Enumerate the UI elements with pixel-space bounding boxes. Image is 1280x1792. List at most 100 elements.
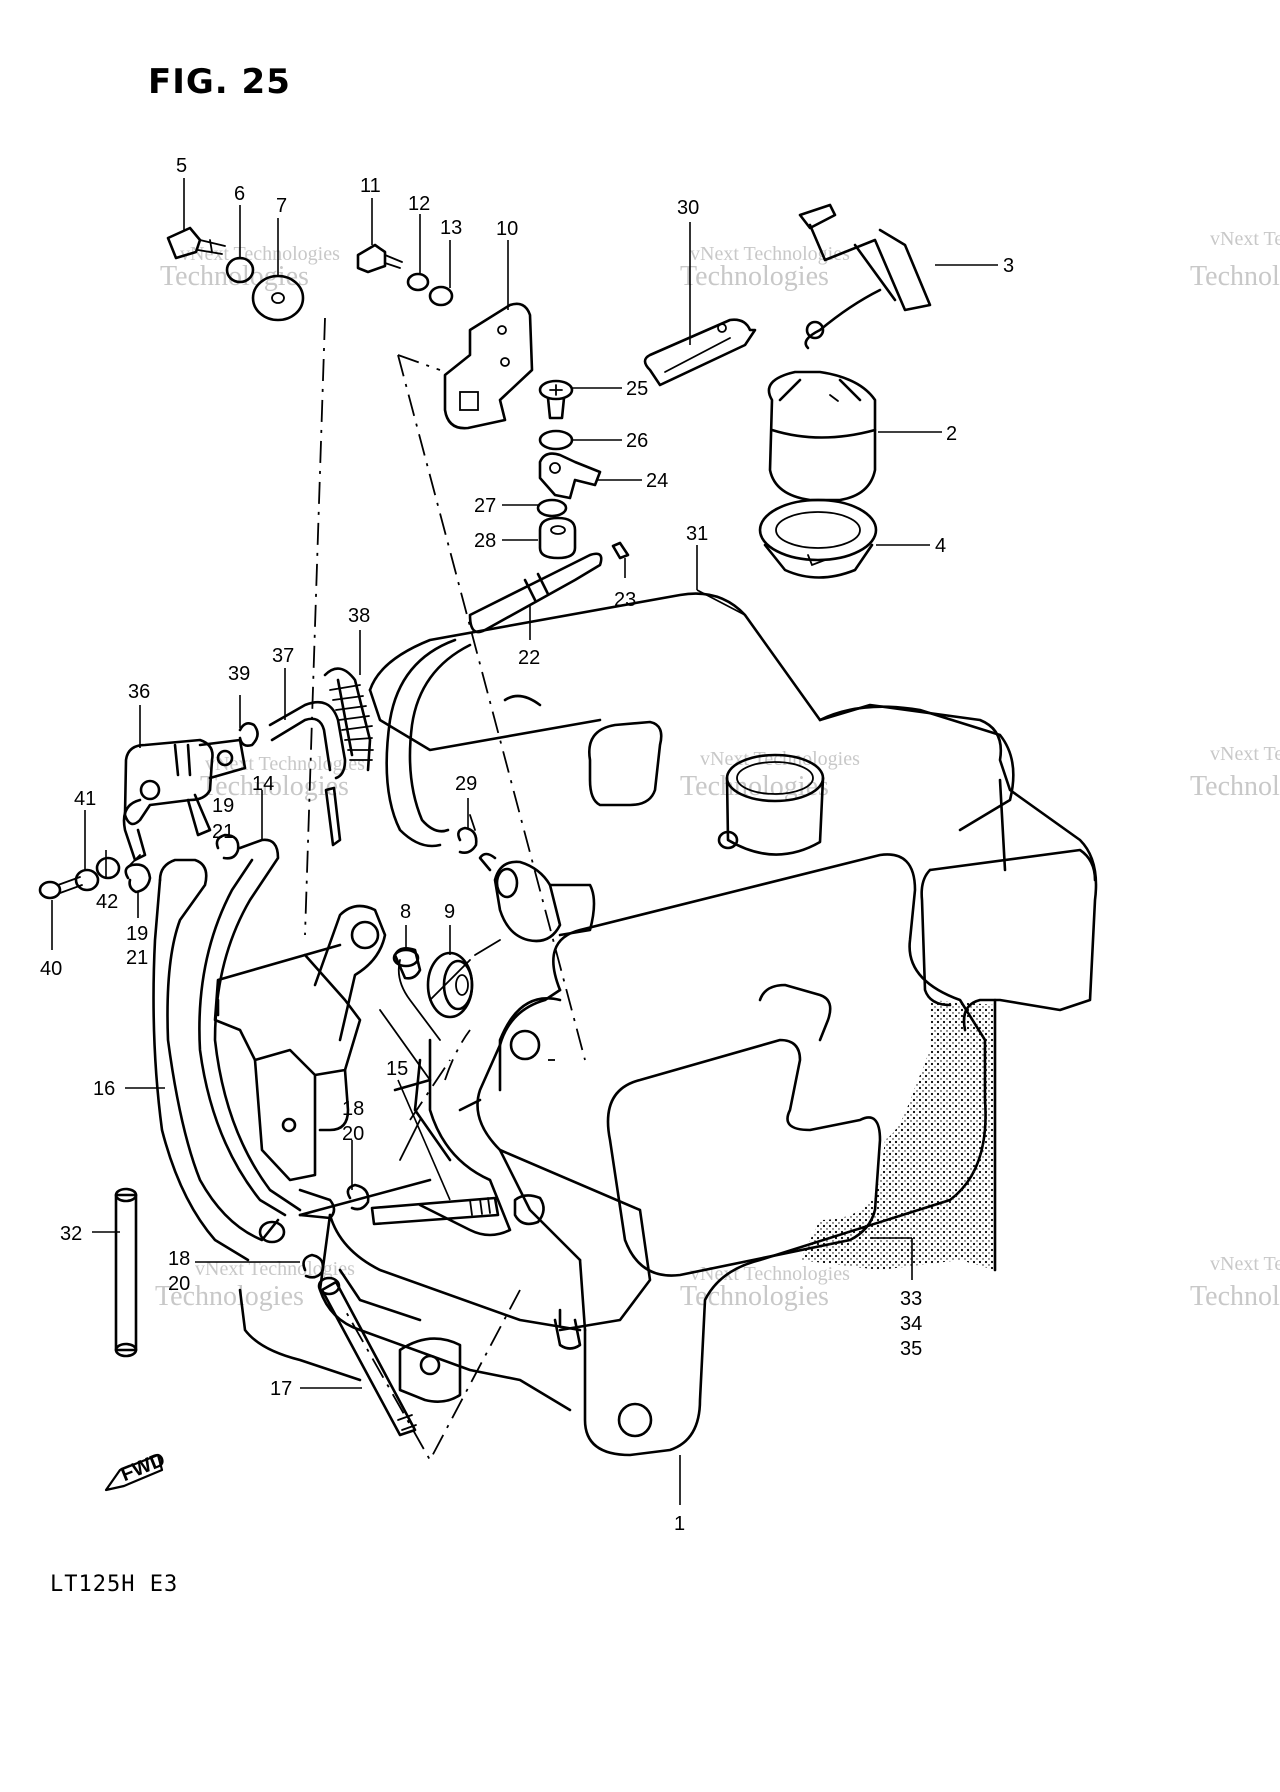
callout-2: 2 <box>946 423 957 445</box>
callout-4: 4 <box>935 535 946 557</box>
clip-39 <box>238 722 259 747</box>
watermark-text: Technologies <box>200 771 349 802</box>
watermark-text: vNext Technologies <box>690 243 850 265</box>
callout-19a: 19 <box>212 795 234 817</box>
callout-18a: 18 <box>342 1098 364 1120</box>
watermark-text: vNext Technologies <box>1210 1253 1280 1275</box>
callout-40: 40 <box>40 958 62 980</box>
watermark-text: vNext Technologies <box>1210 743 1280 765</box>
watermark-text: vNext Technologies <box>180 243 340 265</box>
breather-clip <box>798 203 932 350</box>
callout-15: 15 <box>386 1058 408 1080</box>
callout-11: 11 <box>360 175 381 197</box>
callout-29: 29 <box>455 773 477 795</box>
watermark-text: Technologies <box>680 1281 829 1312</box>
callout-32: 32 <box>60 1223 82 1245</box>
watermark-text: Technologies <box>1190 771 1280 802</box>
callout-22: 22 <box>518 647 540 669</box>
callout-26: 26 <box>626 430 648 452</box>
callout-13: 13 <box>440 217 462 239</box>
callout-8: 8 <box>400 901 411 923</box>
watermark-text: Technologies <box>1190 1281 1280 1312</box>
callout-39: 39 <box>228 663 250 685</box>
watermark-text: Technologies <box>680 261 829 292</box>
callout-18b: 18 <box>168 1248 190 1270</box>
washer-27 <box>536 498 568 518</box>
shaded-area <box>800 1000 995 1270</box>
callout-23: 23 <box>614 589 636 611</box>
callout-28: 28 <box>474 530 496 552</box>
screw-25 <box>538 379 574 420</box>
cushion-8 <box>392 947 422 980</box>
callout-38: 38 <box>348 605 370 627</box>
fwd-label: FWD <box>118 1449 168 1486</box>
callout-14: 14 <box>252 773 274 795</box>
pipe-23 <box>611 541 630 560</box>
pipe-15 <box>370 1194 545 1226</box>
heat-shield <box>213 904 387 1182</box>
spring-washer-12 <box>406 272 430 292</box>
watermark-text: Technologies <box>1190 261 1280 292</box>
washer-42 <box>95 856 121 880</box>
watermark-text: vNext Technologies <box>195 1258 355 1280</box>
callout-24: 24 <box>646 470 668 492</box>
callout-21b: 21 <box>126 947 148 969</box>
callout-34: 34 <box>900 1313 922 1335</box>
filler-cap <box>767 370 877 502</box>
callout-7: 7 <box>276 195 287 217</box>
hose-32 <box>114 1187 138 1358</box>
callout-37: 37 <box>272 645 294 667</box>
nut-28 <box>538 516 577 560</box>
bolt-5 <box>166 226 226 260</box>
watermark-text: vNext Technologies <box>1210 228 1280 250</box>
hose-17 <box>317 1276 417 1437</box>
hose-14 <box>198 838 336 1220</box>
clamp-24 <box>538 452 602 500</box>
clip-29 <box>457 814 478 854</box>
breather-hose-22 <box>468 552 603 634</box>
callout-21a: 21 <box>212 821 234 843</box>
hose-37 <box>268 700 347 847</box>
cap-strap <box>643 318 757 387</box>
watermark-text: vNext Technologies <box>690 1263 850 1285</box>
clip-18-20-upper <box>346 1183 370 1211</box>
hose-16 <box>152 858 286 1262</box>
callout-labels: 5 6 7 11 12 13 10 30 3 25 26 24 2 4 27 2… <box>40 155 1014 1535</box>
clip-21 <box>215 833 240 860</box>
callout-10: 10 <box>496 218 518 240</box>
bracket <box>443 302 534 430</box>
watermark-group: vNext Technologies Technologies vNext Te… <box>155 228 1280 1312</box>
clip-18-20-lower <box>302 1253 325 1279</box>
callout-20a: 20 <box>342 1123 364 1145</box>
callout-35: 35 <box>900 1338 922 1360</box>
watermark-text: vNext Technologies <box>700 748 860 770</box>
vent-hose <box>408 643 472 833</box>
clip-19-21 <box>124 854 152 894</box>
callout-1: 1 <box>674 1513 685 1535</box>
callout-19b: 19 <box>126 923 148 945</box>
fuel-filter <box>478 852 596 943</box>
cap-gasket <box>758 498 878 579</box>
callout-3: 3 <box>1003 255 1014 277</box>
callout-25: 25 <box>626 378 648 400</box>
callout-9: 9 <box>444 901 455 923</box>
washer-26 <box>538 429 574 451</box>
callout-41: 41 <box>74 788 96 810</box>
washer-13 <box>428 285 454 307</box>
washer-41 <box>74 868 100 892</box>
callout-27: 27 <box>474 495 496 517</box>
grommet-9 <box>426 951 474 1019</box>
reference-lines <box>304 317 586 1462</box>
callout-12: 12 <box>408 193 430 215</box>
fuel-tank <box>238 592 1098 1457</box>
callout-17: 17 <box>270 1378 292 1400</box>
callout-20b: 20 <box>168 1273 190 1295</box>
hose-38 <box>323 667 374 772</box>
model-code: LT125H E3 <box>50 1572 179 1597</box>
callout-5: 5 <box>176 155 187 177</box>
callout-36: 36 <box>128 681 150 703</box>
callout-6: 6 <box>234 183 245 205</box>
watermark-text: vNext Technologies <box>205 753 365 775</box>
vent-hose <box>385 638 457 848</box>
